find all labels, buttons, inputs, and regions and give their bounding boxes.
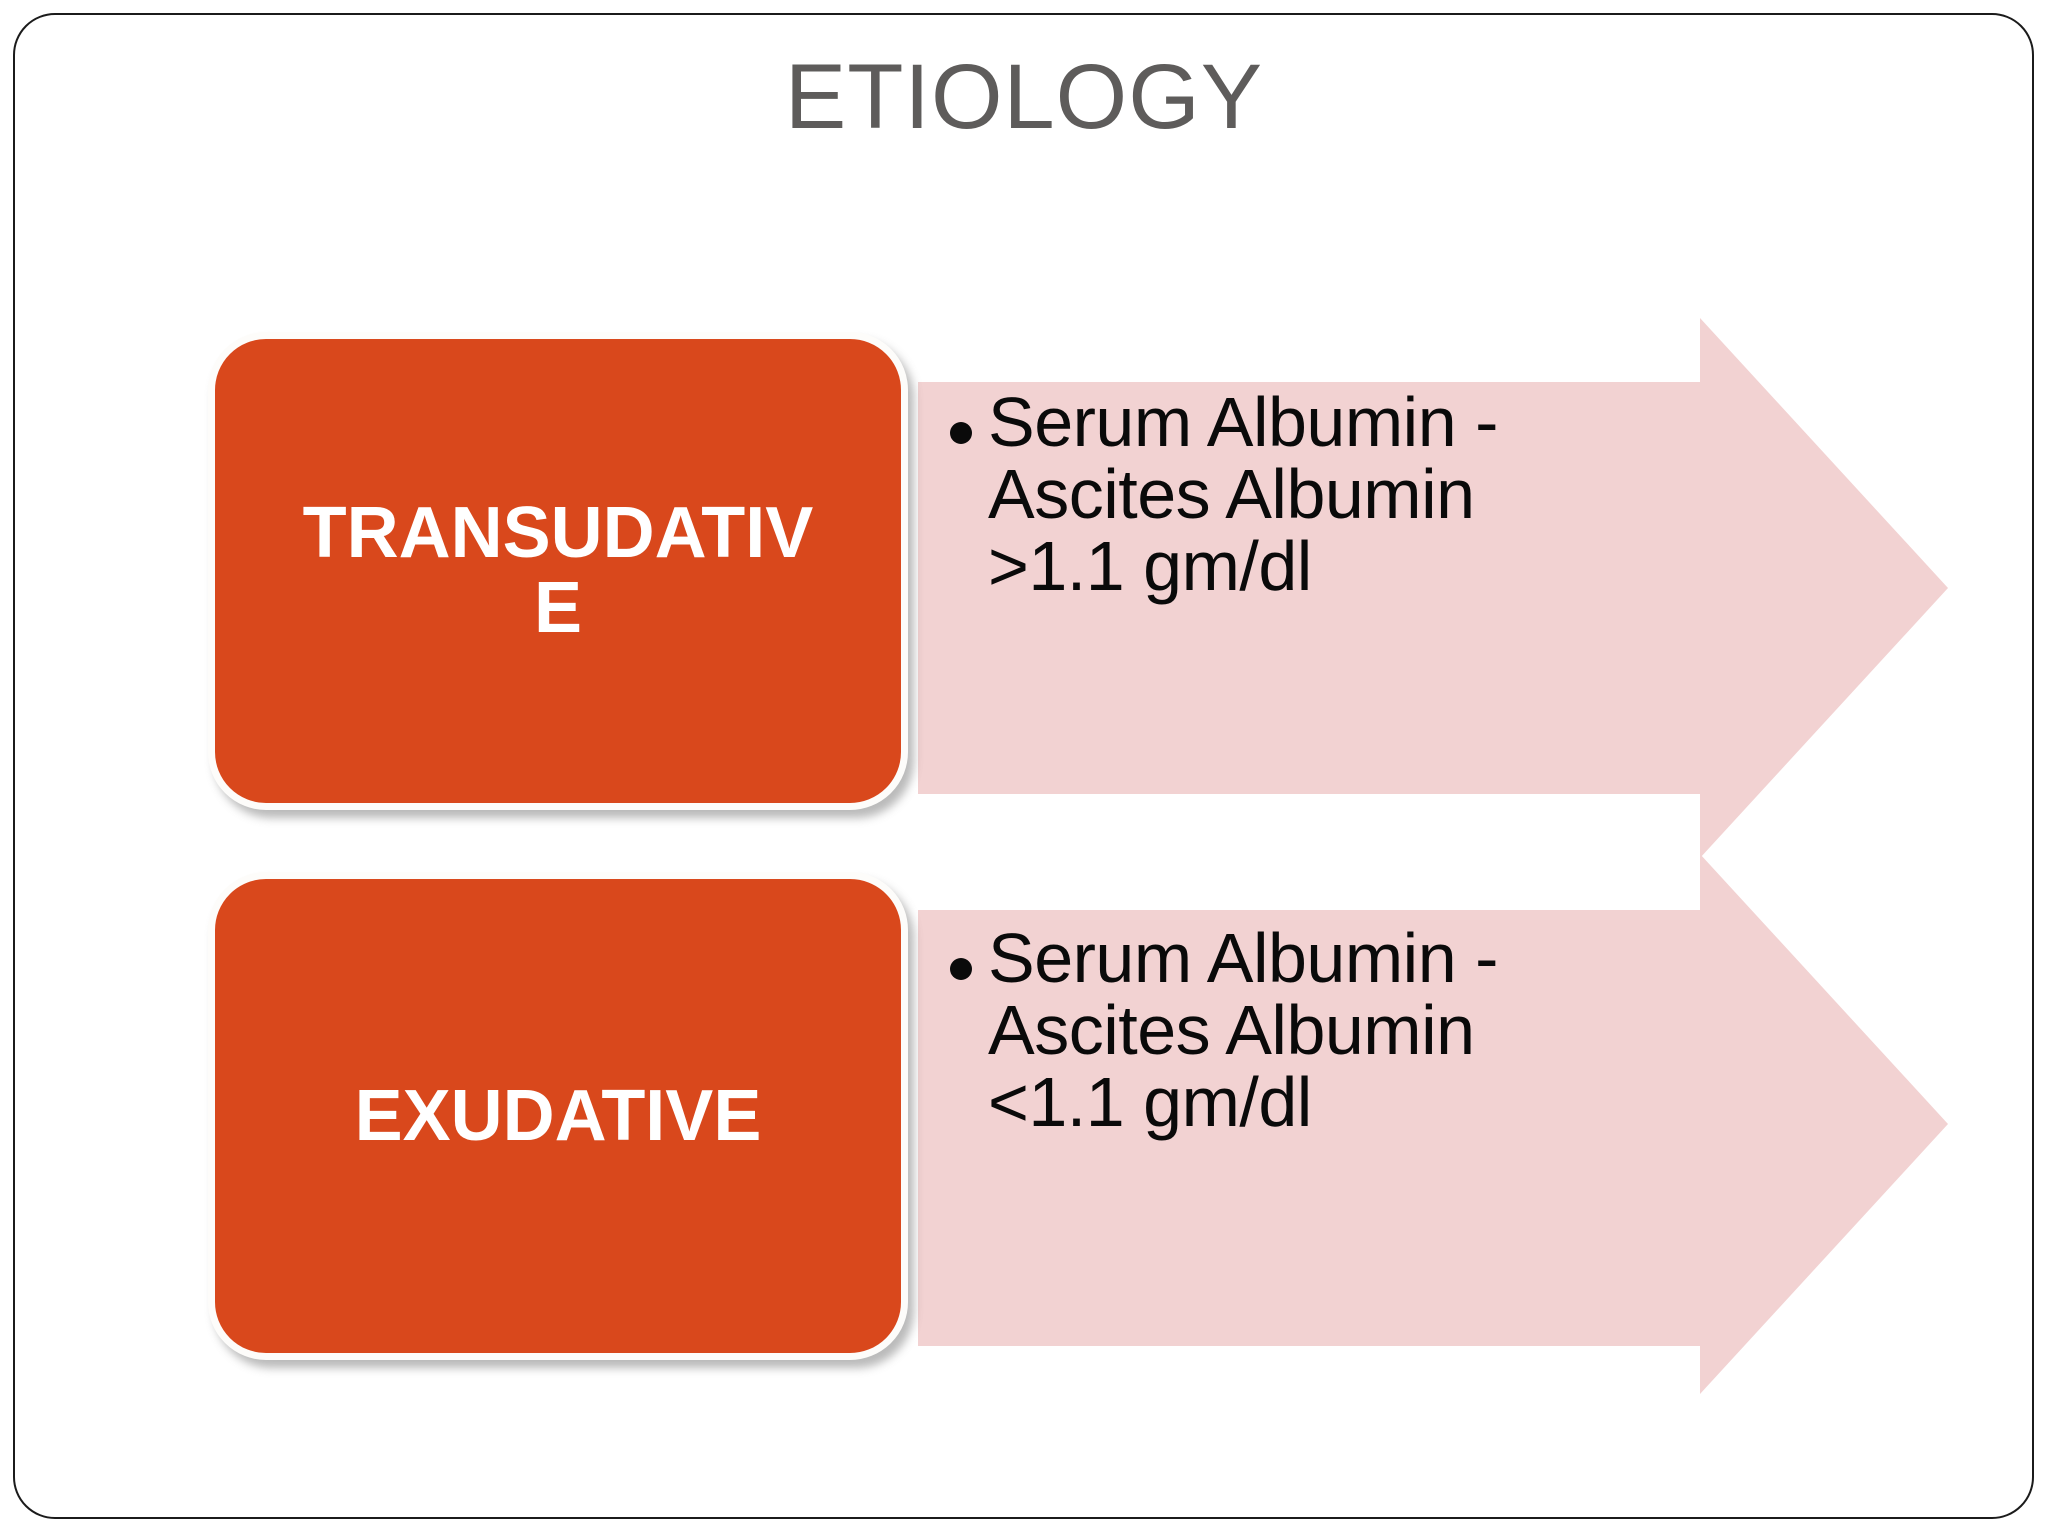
bullet-point-icon xyxy=(950,422,972,444)
category-box-exudative[interactable]: EXUDATIVE xyxy=(208,872,908,1360)
bullet-point-icon xyxy=(950,958,972,980)
bullet-line-1: Serum Albumin - xyxy=(988,919,1498,997)
bullet-line-1: Serum Albumin - xyxy=(988,383,1498,461)
bullet-line-2: Ascites Albumin xyxy=(988,455,1475,534)
arrow-shape-exudative xyxy=(918,854,1948,1394)
bullet-item-exudative: Serum Albumin - Ascites Albumin <1.1 gm/… xyxy=(950,922,1710,1138)
right-arrow-icon xyxy=(918,854,1948,1394)
category-line-2: E xyxy=(533,568,583,648)
page-title: ETIOLOGY xyxy=(784,46,1264,148)
bullet-text: Serum Albumin - Ascites Albumin >1.1 gm/… xyxy=(988,386,1710,602)
bullet-line-3: >1.1 gm/dl xyxy=(988,527,1312,606)
category-box-transudative[interactable]: TRANSUDATIV E xyxy=(208,332,908,810)
arrow-shape-transudative xyxy=(918,318,1948,858)
category-line-1: TRANSUDATIV xyxy=(302,493,814,574)
right-arrow-icon xyxy=(918,318,1948,858)
bullet-item-transudative: Serum Albumin - Ascites Albumin >1.1 gm/… xyxy=(950,386,1710,602)
category-label: EXUDATIVE xyxy=(345,1075,772,1156)
bullet-line-2: Ascites Albumin xyxy=(988,991,1475,1070)
bullet-line-3: <1.1 gm/dl xyxy=(988,1063,1312,1142)
category-line-1: EXUDATIVE xyxy=(354,1075,762,1156)
bullet-text: Serum Albumin - Ascites Albumin <1.1 gm/… xyxy=(988,922,1710,1138)
category-label: TRANSUDATIV E xyxy=(293,496,824,646)
